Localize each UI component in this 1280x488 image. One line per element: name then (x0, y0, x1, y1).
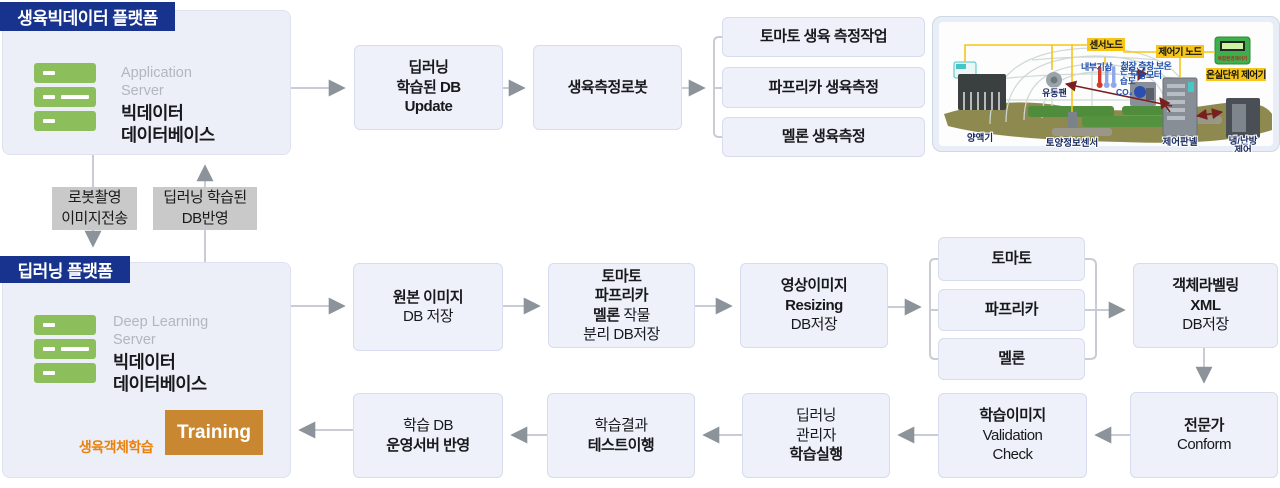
growth-robot-text: 생육측정로봇 (567, 78, 648, 96)
crop-box-paprika: 파프리카 (938, 289, 1085, 331)
task-paprika: 파프리카 생육측정 (722, 67, 925, 108)
svg-text:제어기 노드: 제어기 노드 (1158, 46, 1202, 58)
nutrient-machine (953, 61, 1006, 110)
control-arrows (1064, 67, 1224, 120)
flow-original-image: 원본 이미지 DB 저장 (353, 263, 503, 351)
training-caption: 생육객체학습 (78, 439, 154, 455)
task-tomato-text: 토마토 생육 측정작업 (759, 28, 888, 46)
original-normal: DB 저장 (402, 308, 454, 325)
task-melon-text: 멜론 생육측정 (781, 128, 866, 146)
big-data-platform-panel: Application Server 빅데이터 데이터베이스 (2, 10, 291, 155)
svg-text:습도: 습도 (1120, 76, 1136, 86)
task-paprika-text: 파프리카 생육측정 (768, 78, 879, 96)
svg-text:제어: 제어 (1234, 144, 1251, 152)
flow-validation-check: 학습이미지 Validation Check (938, 393, 1087, 478)
svg-text:냉/난방: 냉/난방 (1229, 135, 1258, 147)
resize-normal: DB저장 (790, 316, 838, 334)
crop-rows (1028, 106, 1222, 136)
big-data-platform-title: 생육빅데이터 플랫폼 (0, 2, 175, 31)
validation-normal: Validation Check (982, 426, 1043, 464)
labeling-normal: DB저장 (1182, 316, 1229, 334)
sep-crop2: 파프리카 (594, 287, 649, 304)
crop-paprika-text: 파프리카 (984, 301, 1039, 319)
svg-text:구동모터: 구동모터 (1130, 69, 1161, 80)
sep-crop3-suffix: 작물 (619, 306, 650, 324)
db-update-text: 딥러닝 학습된 DB Update (396, 59, 461, 116)
test-normal: 학습결과 (594, 417, 648, 434)
server-type-label: Application Server (121, 65, 192, 100)
server-icon (34, 315, 96, 383)
svg-text:제어판넬: 제어판넬 (1163, 136, 1198, 148)
svg-text:센서노드: 센서노드 (1090, 39, 1124, 51)
svg-text:유동팬: 유동팬 (1042, 87, 1067, 98)
training-box: Training (165, 410, 263, 455)
control-panel-cabinet (1162, 77, 1198, 137)
svg-text:온실단위 제어기: 온실단위 제어기 (1206, 69, 1266, 81)
expert-normal: Conform (1176, 436, 1232, 453)
sensor-wires (964, 44, 1215, 112)
train-exec-normal: 딥러닝 관리자 (796, 407, 836, 444)
expert-bold: 전문가 (1184, 416, 1224, 434)
flow-object-labeling: 객체라벨링 XML DB저장 (1133, 263, 1278, 348)
soil-sensor-device (1068, 112, 1077, 128)
crop-box-melon: 멜론 (938, 338, 1085, 380)
robot-upload-label: 로봇촬영 이미지전송 (52, 187, 137, 230)
sep-crop3: 멜론 (593, 306, 620, 324)
flow-expert-conform: 전문가 Conform (1130, 392, 1278, 478)
server-type-label: Deep Learning Server (113, 314, 209, 349)
resize-bold: 영상이미지 Resizing (780, 277, 848, 314)
deploy-bold: 운영서버 반영 (386, 436, 470, 454)
deep-learning-platform-title: 딥러닝 플랫폼 (0, 256, 130, 283)
validation-bold: 학습이미지 (979, 407, 1046, 425)
original-bold: 원본 이미지 (392, 288, 464, 306)
thermometer-icons (1096, 66, 1117, 88)
crop-melon-text: 멜론 (998, 350, 1025, 368)
greenhouse-labels: 센서노드 제어기 노드 온실단위 제어기 내부기상 천장.측창.보온 구동모터 … (966, 38, 1266, 152)
server-name-label: 빅데이터 데이터베이스 (121, 103, 215, 146)
svg-text:복합환경제어기: 복합환경제어기 (1218, 55, 1248, 62)
sep-normal: 분리 DB저장 (583, 326, 660, 343)
svg-text:CO₂: CO₂ (1116, 87, 1133, 97)
unit-controller-device: 복합환경제어기 (1214, 36, 1251, 65)
crop-tomato-text: 토마토 (991, 250, 1032, 268)
deploy-normal: 학습 DB (402, 417, 454, 434)
svg-text:양액기: 양액기 (967, 132, 993, 144)
svg-text:토양정보센서: 토양정보센서 (1046, 137, 1098, 149)
flow-resizing: 영상이미지 Resizing DB저장 (740, 263, 888, 348)
flow-crop-separation: 토마토 파프리카 멜론 작물 분리 DB저장 (548, 263, 695, 348)
task-tomato: 토마토 생육 측정작업 (722, 17, 925, 57)
svg-text:내부기상: 내부기상 (1081, 61, 1113, 72)
flow-growth-robot: 생육측정로봇 (533, 45, 682, 130)
sep-crop1: 토마토 (601, 267, 642, 285)
task-melon: 멜론 생육측정 (722, 117, 925, 157)
flow-db-update: 딥러닝 학습된 DB Update (354, 45, 503, 130)
flow-deploy-db: 학습 DB 운영서버 반영 (353, 393, 503, 478)
labeling-bold: 객체라벨링 XML (1172, 277, 1239, 314)
svg-text:온도: 온도 (1120, 66, 1136, 76)
greenhouse-photo: 복합환경제어기 센서노드 제어기 노드 온실단위 제어기 내 (932, 16, 1280, 152)
flow-training-exec: 딥러닝 관리자 학습실행 (742, 393, 890, 478)
test-bold: 테스트이행 (587, 436, 655, 454)
flow-test-run: 학습결과 테스트이행 (547, 393, 695, 478)
server-icon (34, 63, 96, 131)
server-name-label: 빅데이터 데이터베이스 (113, 352, 207, 395)
crop-box-tomato: 토마토 (938, 237, 1085, 281)
db-reflect-label: 딥러닝 학습된 DB반영 (153, 187, 257, 230)
svg-text:천장.측창.보온: 천장.측창.보온 (1121, 60, 1172, 71)
train-exec-bold: 학습실행 (789, 446, 843, 464)
